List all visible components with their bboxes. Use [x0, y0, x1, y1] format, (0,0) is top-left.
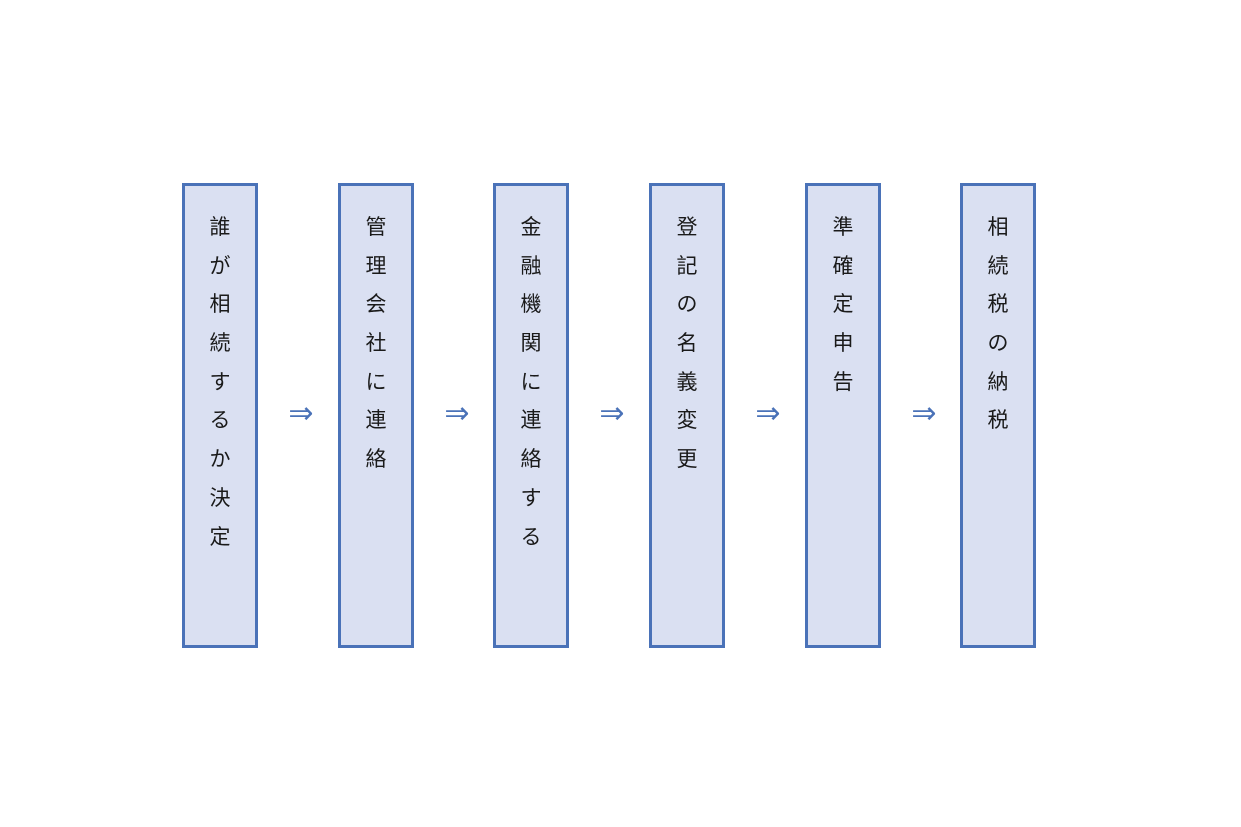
arrow-right-icon-2: ⇒: [444, 396, 470, 431]
step-box-1: 誰が相続するか決定: [182, 183, 258, 648]
step-box-2: 管理会社に連絡: [338, 183, 414, 648]
step-box-6: 相続税の納税: [960, 183, 1036, 648]
step-box-3: 金融機関に連絡する: [493, 183, 569, 648]
step-label-3: 金融機関に連絡する: [520, 215, 542, 549]
step-label-2: 管理会社に連絡: [365, 215, 387, 472]
step-label-5: 準確定申告: [832, 215, 854, 394]
step-label-4: 登記の名義変更: [676, 215, 698, 472]
arrow-right-icon-3: ⇒: [599, 396, 625, 431]
arrow-right-icon-5: ⇒: [911, 396, 937, 431]
step-box-4: 登記の名義変更: [649, 183, 725, 648]
step-label-1: 誰が相続するか決定: [209, 215, 231, 549]
arrow-right-icon-1: ⇒: [288, 396, 314, 431]
arrow-right-icon-4: ⇒: [755, 396, 781, 431]
step-label-6: 相続税の納税: [987, 215, 1009, 433]
step-box-5: 準確定申告: [805, 183, 881, 648]
